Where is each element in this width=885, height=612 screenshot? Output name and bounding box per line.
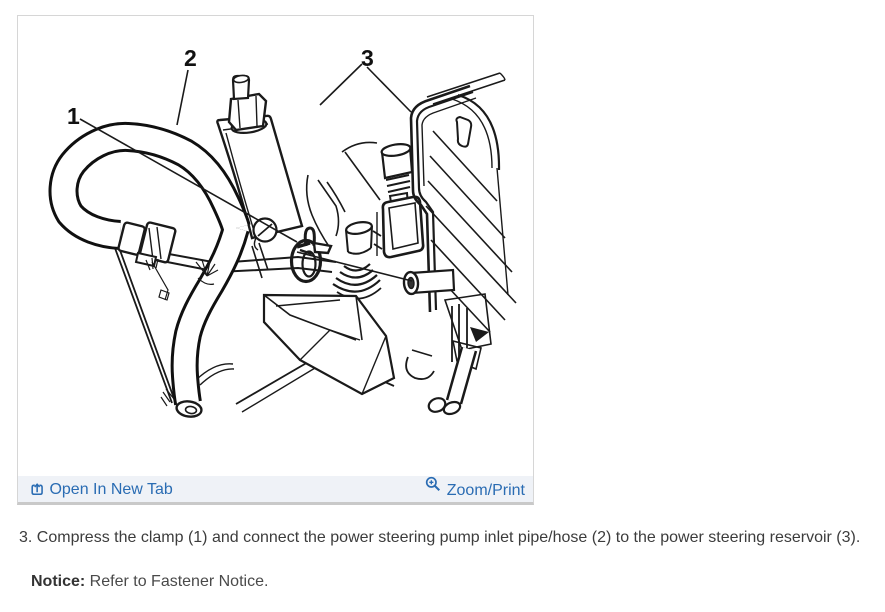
svg-text:1: 1 xyxy=(67,103,80,129)
svg-text:3: 3 xyxy=(361,45,374,71)
svg-text:2: 2 xyxy=(184,45,197,71)
